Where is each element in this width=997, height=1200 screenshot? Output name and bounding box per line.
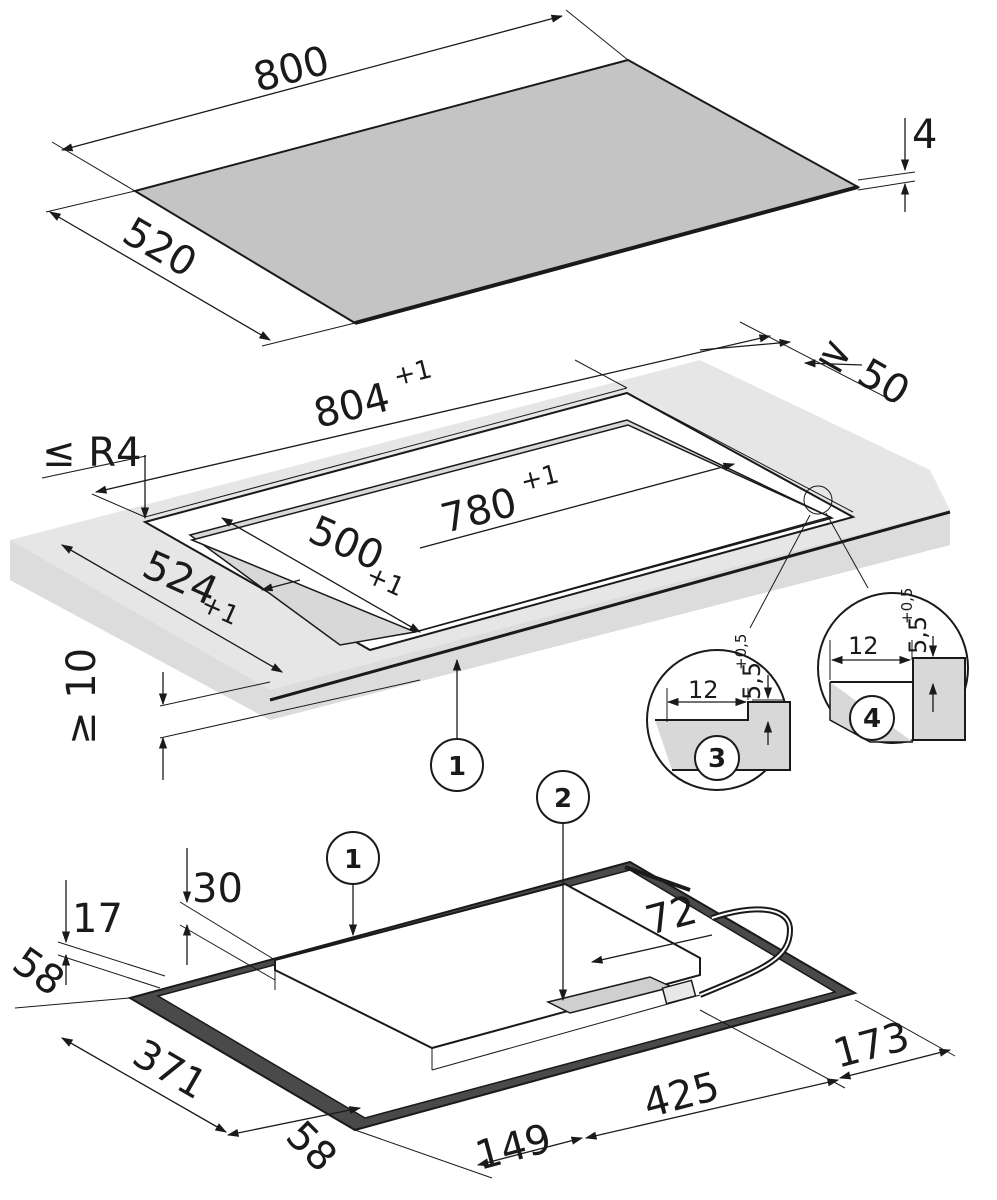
detail-3: 12 5,5 +0,5 3 xyxy=(646,634,791,791)
svg-text:+0,5: +0,5 xyxy=(898,588,916,624)
hob-thickness-label: 4 xyxy=(912,112,937,158)
svg-text:3: 3 xyxy=(708,744,726,774)
svg-text:5,5: 5,5 xyxy=(738,662,766,700)
hob-glass-plate xyxy=(132,58,861,325)
svg-text:2: 2 xyxy=(554,784,572,814)
hob-dimension-lines xyxy=(45,9,916,347)
underside-dim-173: 173 xyxy=(829,1013,915,1077)
svg-text:+1: +1 xyxy=(391,354,435,392)
underside-dim-371: 371 xyxy=(125,1031,214,1109)
underside-dim-425: 425 xyxy=(639,1063,725,1127)
worktop-thickness-label: ≥ 10 xyxy=(59,648,105,745)
callout-2-connection-box: 2 xyxy=(536,770,590,824)
underside-dim-58-left: 58 xyxy=(4,939,72,1006)
svg-text:804: 804 xyxy=(309,375,394,438)
cutout-outer-width-label: 804 +1 xyxy=(309,354,435,438)
svg-text:1: 1 xyxy=(448,752,466,782)
svg-text:1: 1 xyxy=(344,845,362,875)
underside-dimension-lines xyxy=(14,848,956,1179)
cutout-back-clearance-label: ≥ 50 xyxy=(810,327,917,415)
hob-width-label: 800 xyxy=(249,37,335,101)
callout-1-hob: 1 xyxy=(326,831,380,885)
svg-text:12: 12 xyxy=(848,632,879,660)
cutout-dimension-lines xyxy=(41,321,896,780)
hob-underside xyxy=(127,860,858,1132)
underside-dim-149: 149 xyxy=(471,1115,557,1179)
callout-1-worktop: 1 xyxy=(430,738,484,792)
underside-dim-17: 17 xyxy=(72,896,123,942)
svg-text:+0,5: +0,5 xyxy=(732,634,750,670)
detail-4: 12 5,5 +0,5 4 xyxy=(817,588,969,744)
cutout-corner-radius-label: ≤ R4 xyxy=(42,430,141,476)
svg-text:5,5: 5,5 xyxy=(904,616,932,654)
svg-text:12: 12 xyxy=(688,676,719,704)
worktop xyxy=(10,360,951,720)
svg-text:4: 4 xyxy=(863,704,881,734)
underside-dim-30: 30 xyxy=(192,866,243,912)
